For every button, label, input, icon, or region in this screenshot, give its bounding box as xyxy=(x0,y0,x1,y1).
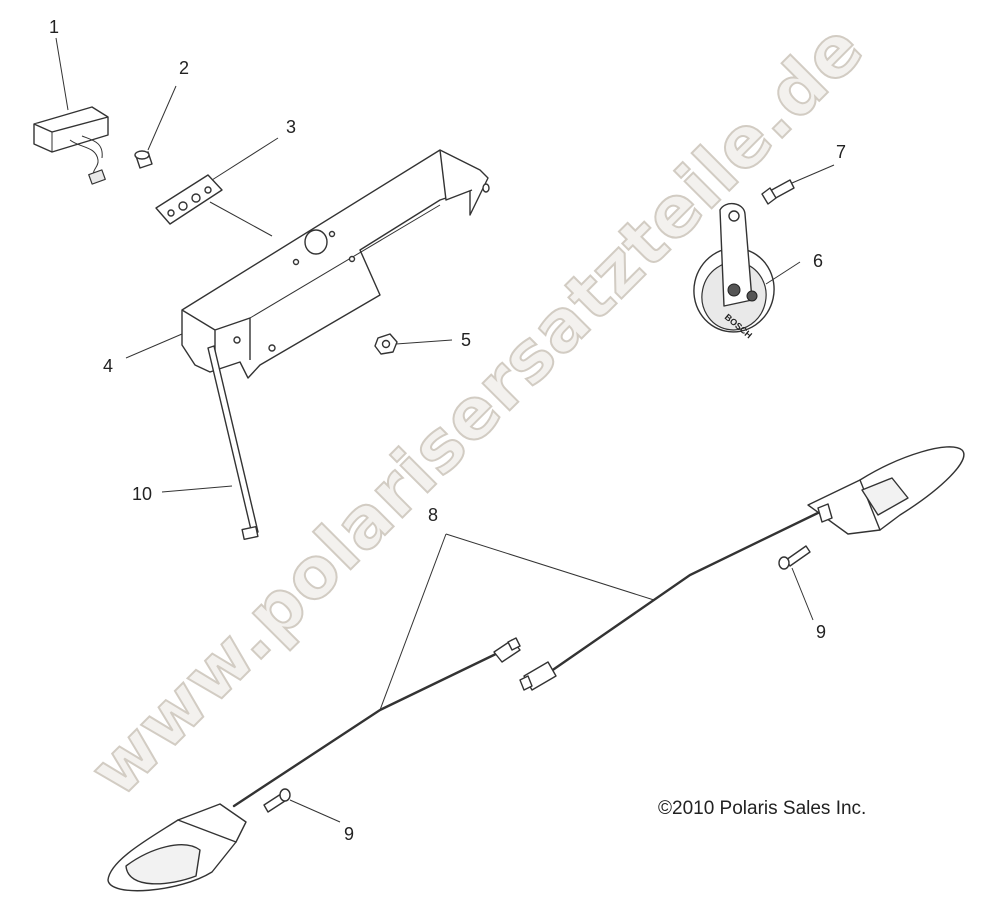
part-6-horn: BOSCH xyxy=(693,203,775,340)
part-3-plate xyxy=(155,174,223,225)
callout-7: 7 xyxy=(836,142,846,162)
callout-9-right: 9 xyxy=(816,622,826,642)
callout-6: 6 xyxy=(813,251,823,271)
callout-2: 2 xyxy=(179,58,189,78)
callout-9-left: 9 xyxy=(344,824,354,844)
callout-1: 1 xyxy=(49,17,59,37)
callout-4: 4 xyxy=(103,356,113,376)
part-4-bracket xyxy=(181,149,490,379)
part-5-nut xyxy=(374,333,398,355)
part-8-turn-signal-right xyxy=(519,446,965,691)
part-7-bolt xyxy=(761,179,795,205)
callouts: 1 2 3 4 5 6 7 8 9 9 10 xyxy=(49,17,846,844)
leader-lines xyxy=(55,37,835,823)
part-1-tail-light xyxy=(33,106,109,185)
part-9-screw-left xyxy=(263,788,291,813)
part-2-spacer xyxy=(134,150,153,169)
part-9-screw-right xyxy=(778,545,811,570)
watermark: www.polarisersatzteile.de xyxy=(73,6,880,813)
copyright-notice: ©2010 Polaris Sales Inc. xyxy=(658,798,866,819)
watermark-text: www.polarisersatzteile.de xyxy=(74,7,879,812)
callout-8: 8 xyxy=(428,505,438,525)
part-10-cable-tie xyxy=(207,345,259,541)
callout-10: 10 xyxy=(132,484,152,504)
callout-3: 3 xyxy=(286,117,296,137)
callout-5: 5 xyxy=(461,330,471,350)
